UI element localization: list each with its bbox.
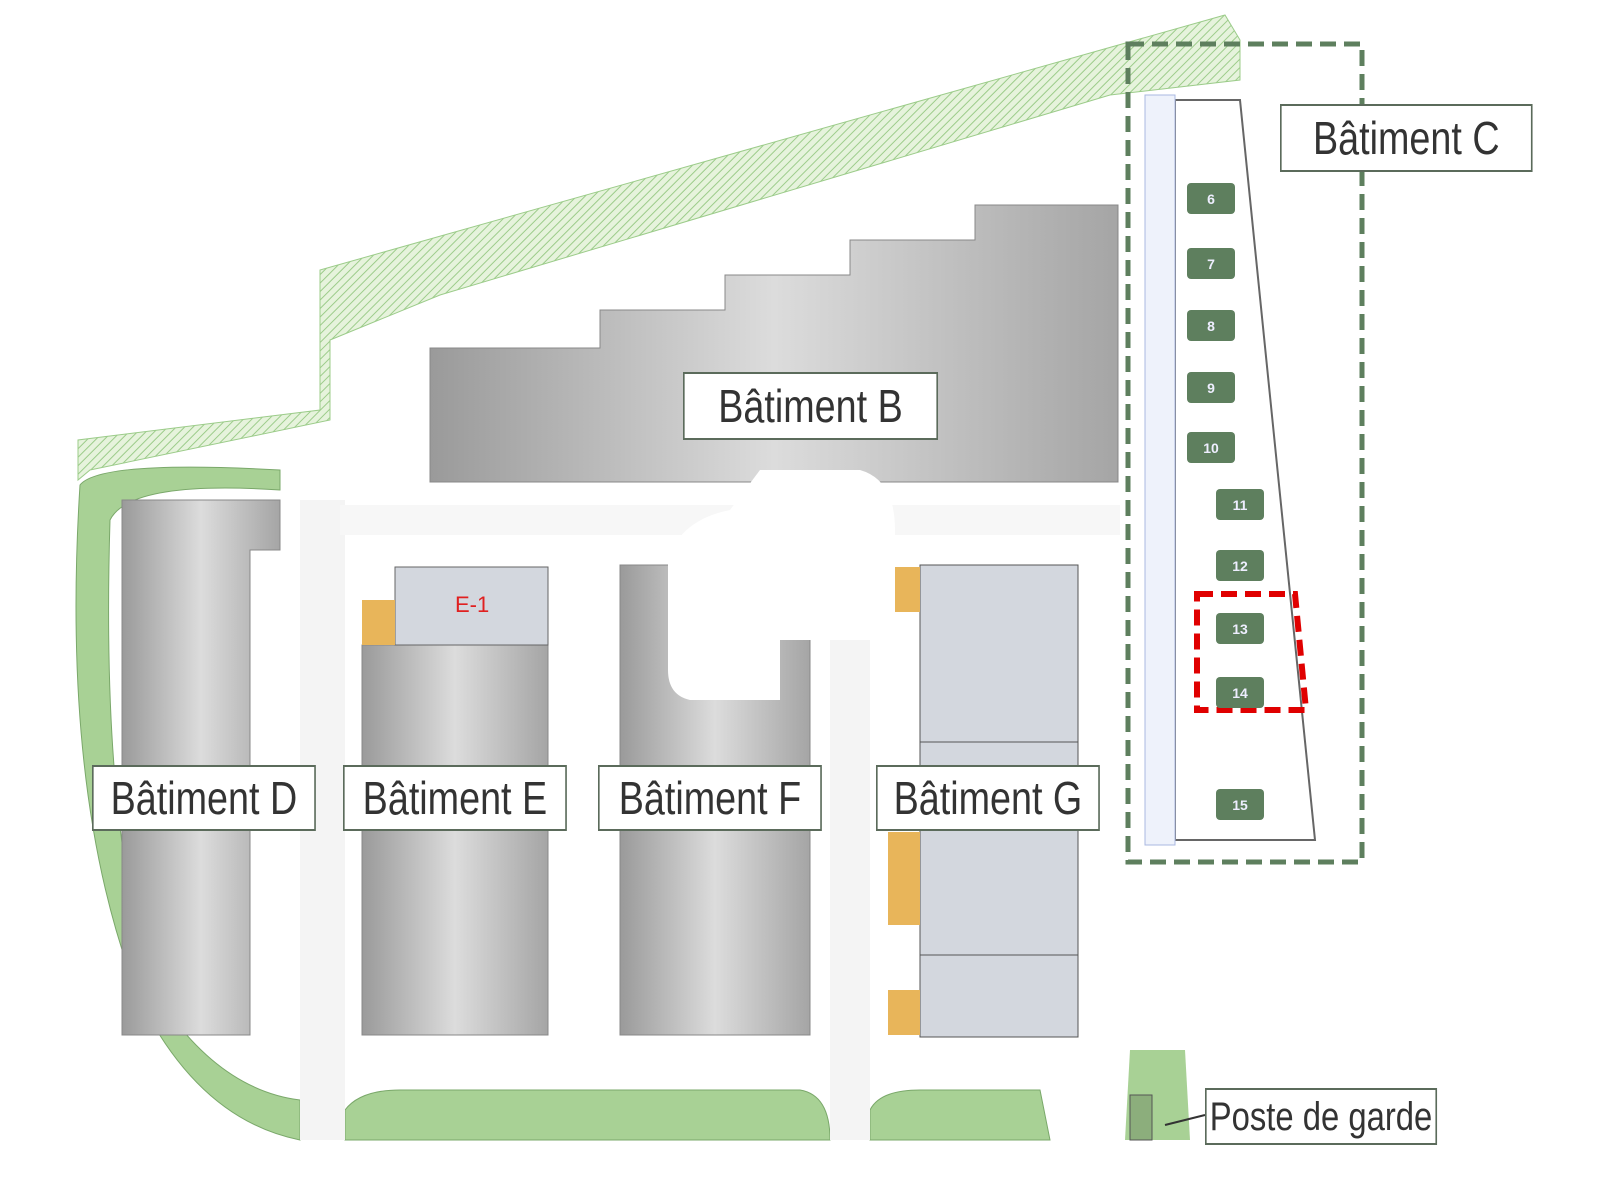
lot-6[interactable]: 6 bbox=[1187, 183, 1235, 214]
loading-area bbox=[888, 990, 920, 1035]
loading-area bbox=[362, 600, 395, 645]
overlay-shape bbox=[668, 470, 895, 700]
building-e-roof bbox=[361, 644, 549, 1036]
label-building-d: Bâtiment D bbox=[92, 765, 316, 831]
loading-area bbox=[888, 832, 920, 925]
lot-10[interactable]: 10 bbox=[1187, 432, 1235, 463]
building-b-roof bbox=[429, 204, 1119, 483]
lot-9[interactable]: 9 bbox=[1187, 372, 1235, 403]
building-c-zone bbox=[1125, 41, 1365, 865]
label-building-g: Bâtiment G bbox=[876, 765, 1100, 831]
unit-e1 bbox=[394, 566, 549, 646]
label-building-e: Bâtiment E bbox=[343, 765, 567, 831]
lot-13[interactable]: 13 bbox=[1216, 613, 1264, 644]
lot-8[interactable]: 8 bbox=[1187, 310, 1235, 341]
label-building-b: Bâtiment B bbox=[683, 372, 939, 440]
guard-post-pointer bbox=[1164, 1114, 1206, 1126]
label-building-c: Bâtiment C bbox=[1280, 104, 1533, 172]
label-building-f: Bâtiment F bbox=[598, 765, 822, 831]
landscape-strip-north bbox=[77, 14, 1241, 482]
landscape-south bbox=[344, 1089, 1051, 1141]
lot-15[interactable]: 15 bbox=[1216, 789, 1264, 820]
unit-e1-label: E-1 bbox=[455, 592, 490, 617]
lot-11[interactable]: 11 bbox=[1216, 489, 1264, 520]
lot-14[interactable]: 14 bbox=[1216, 677, 1264, 708]
label-guard-post: Poste de garde bbox=[1205, 1088, 1438, 1145]
guard-post bbox=[1129, 1094, 1153, 1141]
lot-12[interactable]: 12 bbox=[1216, 550, 1264, 581]
selected-lots-highlight bbox=[1194, 591, 1310, 713]
lot-7[interactable]: 7 bbox=[1187, 248, 1235, 279]
